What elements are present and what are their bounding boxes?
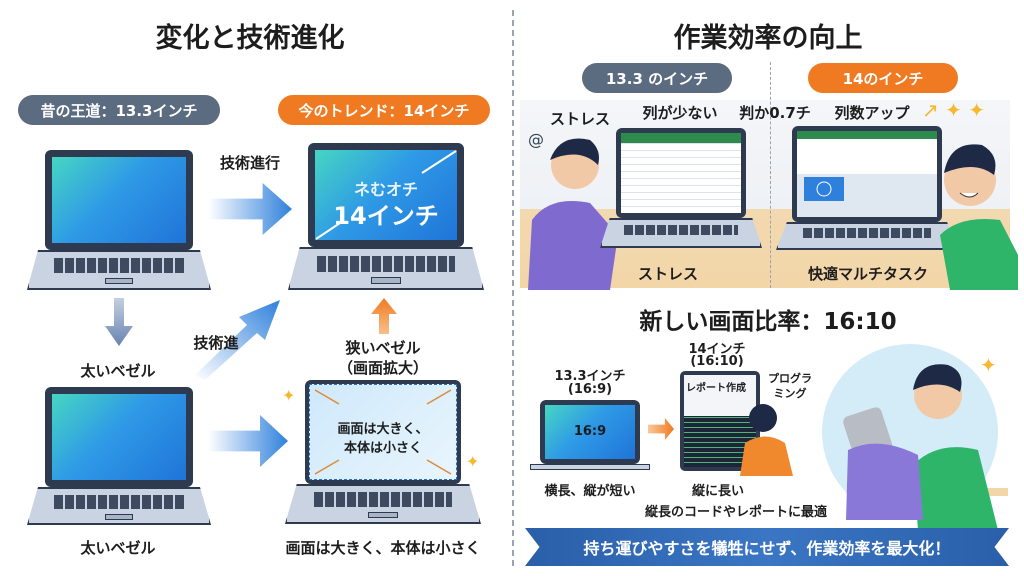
sparkle-icon: ✦ <box>282 386 296 405</box>
screen-enlarge-label: （画面拡大） <box>337 359 429 377</box>
left-title: 変化と技術進化 <box>155 23 345 54</box>
stress-label-top: ストレス <box>549 110 611 128</box>
arrow-down-icon <box>105 298 133 346</box>
banner-text: 持ち運びやすさを犠牲にせず、作業効率を最大化！ <box>583 539 951 558</box>
globe-icon <box>804 177 844 201</box>
screen-inner-text-1: 画面は大きく、 <box>337 422 429 437</box>
right-title: 作業効率の向上 <box>673 23 863 54</box>
pill-13-inch: 13.3 のインチ <box>582 63 732 93</box>
sparkle-icon: ↗ ✦ ✦ <box>922 98 985 122</box>
arrow-right-orange-icon <box>648 418 674 440</box>
programming-label-2: ミング <box>773 387 807 400</box>
tech-progress-label: 技術進行 <box>219 154 281 172</box>
pill-14-inch: 14のインチ <box>808 63 958 93</box>
inner-divider <box>770 62 771 288</box>
bottom-caption: 画面は大きく、本体は小さく <box>285 539 481 557</box>
report-label: レポート作成 <box>686 383 746 394</box>
arrow-right-icon <box>208 415 288 467</box>
svg-text:✦: ✦ <box>980 353 997 377</box>
new-size-label: 14インチ <box>688 342 746 357</box>
tech-progress-short-label: 技術進 <box>193 334 239 352</box>
diff-label: 判か0.7チ <box>739 104 811 122</box>
best-for-label: 縦長のコードやレポートに最適 <box>644 505 828 520</box>
programming-label-1: プログラ <box>768 372 812 385</box>
old-size-label: 13.3インチ <box>554 369 626 384</box>
arrow-up-icon <box>371 298 397 334</box>
few-columns-label: 列が少ない <box>642 104 718 122</box>
stressed-person-illustration: @ <box>528 130 618 290</box>
sparkle-icon: ✦ <box>466 452 480 471</box>
diagonal-size-arrow-icon <box>315 150 457 240</box>
multitask-label: 快適マルチタスク <box>807 265 929 283</box>
narrow-bezel-label: 狭いベゼル <box>345 339 421 357</box>
arrow-diagonal-icon <box>195 300 280 380</box>
thick-bezel-label-top: 太いベゼル <box>80 362 156 380</box>
pill-new-trend: 今のトレンド：14インチ <box>278 95 490 125</box>
thick-bezel-label-bottom: 太いベゼル <box>80 539 156 557</box>
screen-inner-text-2: 本体は小さく <box>343 441 423 456</box>
tall-label: 縦に長い <box>691 484 745 499</box>
expand-arrows-icon <box>314 389 452 475</box>
arrow-right-icon <box>208 183 292 235</box>
person-packing-laptop-illustration: ✦ <box>822 344 1008 530</box>
more-columns-label: 列数アップ <box>834 104 910 122</box>
section-divider <box>512 10 514 566</box>
programmer-illustration <box>740 404 793 476</box>
happy-person-illustration <box>940 144 1018 290</box>
screen-text-small: ネむオチ <box>353 180 419 199</box>
screen-text-size: 14インチ <box>333 202 439 230</box>
pill-old-standard: 昔の王道：13.3インチ <box>18 95 220 125</box>
old-ratio-label: (16:9) <box>567 382 613 397</box>
stress-label-bottom: ストレス <box>637 265 699 283</box>
banner-ribbon: 持ち運びやすさを犠牲にせず、作業効率を最大化！ <box>525 528 1009 566</box>
ratio-title: 新しい画面比率：16:10 <box>639 309 897 335</box>
svg-text:@: @ <box>528 130 544 149</box>
new-ratio-label: (16:10) <box>690 354 744 369</box>
screen-label-16-9: 16:9 <box>573 424 607 439</box>
wide-short-label: 横長、縦が短い <box>544 484 636 499</box>
